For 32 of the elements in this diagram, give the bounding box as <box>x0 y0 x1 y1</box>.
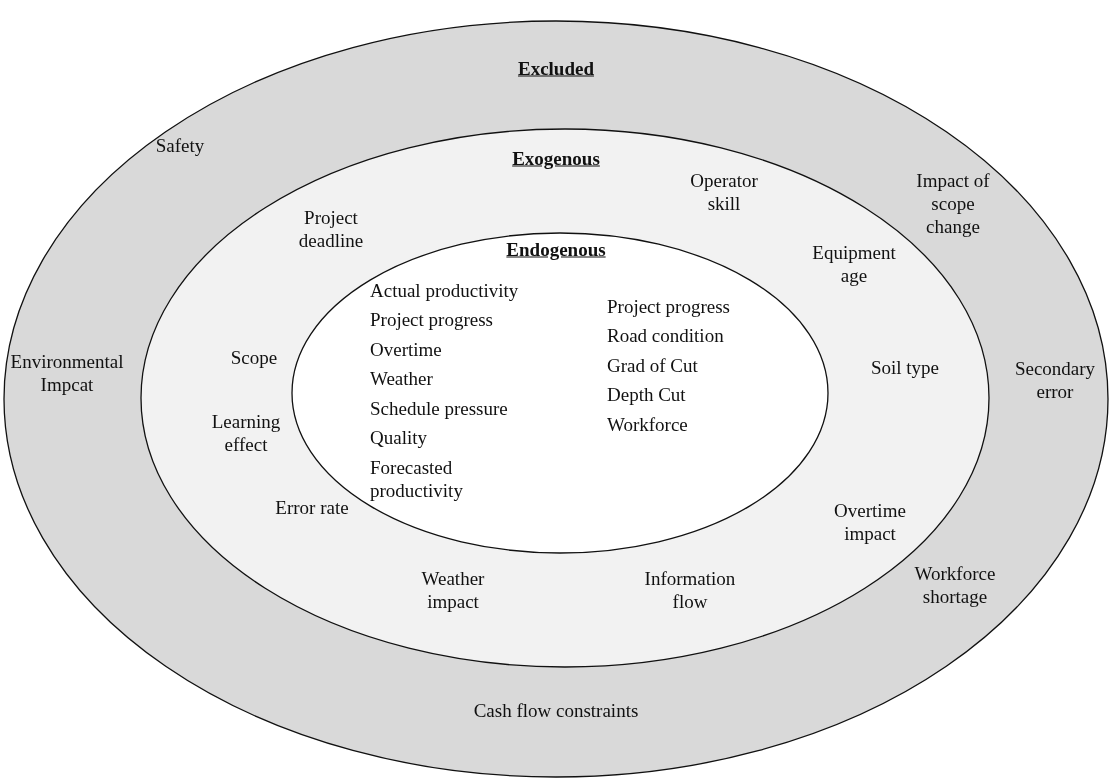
factor-label: Quality <box>370 425 428 449</box>
factor-label: Weather <box>370 366 434 390</box>
factor-label: Secondary error <box>1013 357 1097 403</box>
factor-label: Overtime impact <box>833 499 907 545</box>
factor-label: Depth Cut <box>607 382 687 406</box>
factor-label: Weather impact <box>420 567 486 613</box>
factor-label: Environmental Impcat <box>9 350 125 396</box>
factor-label: Error rate <box>274 495 350 519</box>
factor-label: Operator skill <box>689 169 759 215</box>
factor-label: Project progress <box>370 307 494 331</box>
factor-label: Forecasted productivity <box>370 456 464 502</box>
factor-label: Safety <box>154 133 206 157</box>
factor-label: Workforce <box>607 412 689 436</box>
factor-label: Scope <box>229 345 279 369</box>
factor-label: Information flow <box>643 567 737 613</box>
factor-label: Equipment age <box>811 241 897 287</box>
factor-label: Grad of Cut <box>607 353 699 377</box>
factor-label: Project progress <box>607 294 731 318</box>
factor-label: Learning effect <box>210 410 282 456</box>
factor-label: Schedule pressure <box>370 396 509 420</box>
factor-label: Workforce shortage <box>913 562 997 608</box>
factor-label: Road condition <box>607 323 725 347</box>
factor-label: Project deadline <box>297 206 365 252</box>
region-heading: Endogenous <box>505 237 607 261</box>
factor-label: Impact of scope change <box>915 168 991 238</box>
region-heading: Excluded <box>517 56 595 80</box>
factor-label: Actual productivity <box>370 278 520 302</box>
region-heading: Exogenous <box>511 146 601 170</box>
factor-label: Cash flow constraints <box>472 698 640 722</box>
factor-label: Soil type <box>869 355 941 379</box>
factor-label: Overtime <box>370 337 443 361</box>
ellipse-region <box>3 20 1109 778</box>
